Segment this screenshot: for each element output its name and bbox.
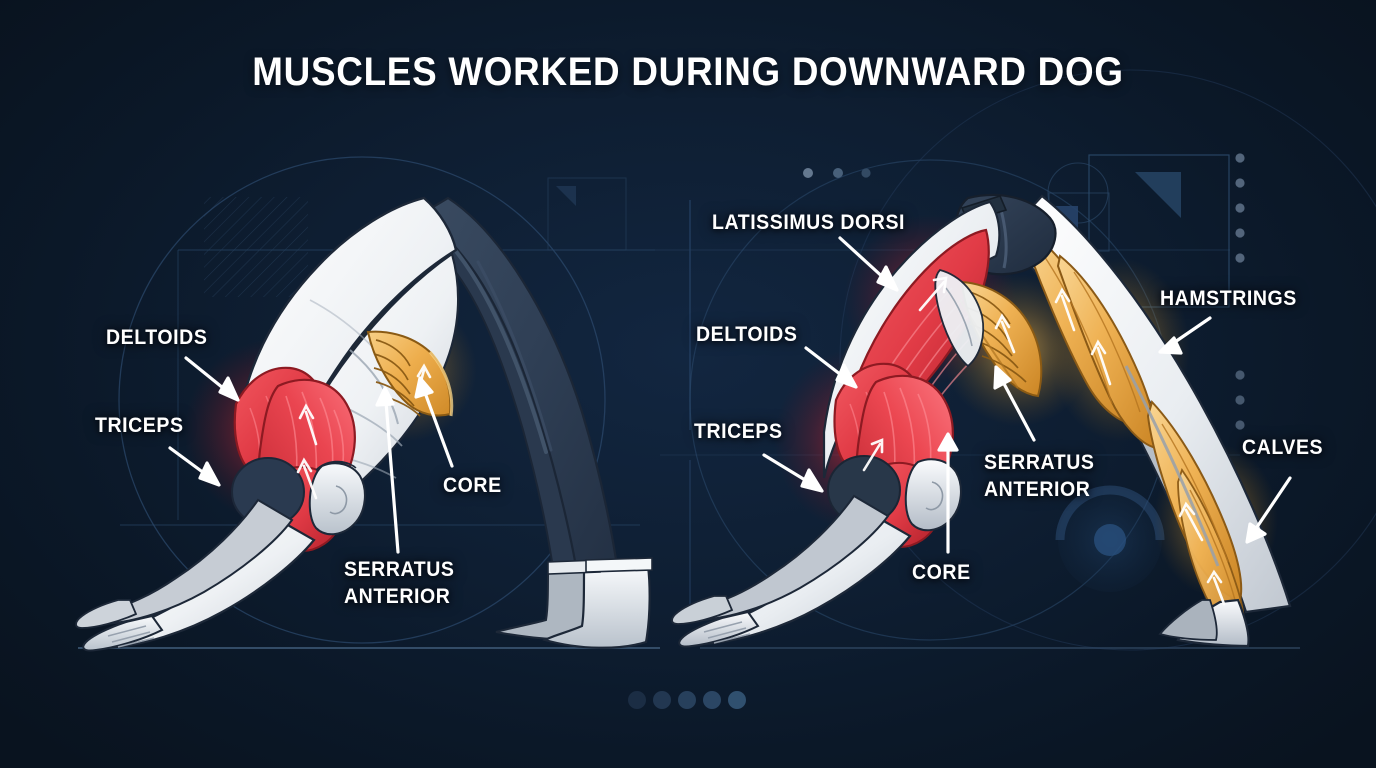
label-calves: CALVES [1242,436,1324,459]
page-title: MUSCLES WORKED DURING DOWNWARD DOG [252,50,1124,94]
label-core-left: CORE [443,474,502,497]
label-serratus-anterior-left: SERRATUS ANTERIOR [344,558,455,608]
label-triceps-right: TRICEPS [694,420,783,443]
label-latissimus-dorsi: LATISSIMUS DORSI [712,211,906,234]
label-core-right: CORE [912,561,971,584]
label-hamstrings: HAMSTRINGS [1160,287,1297,310]
label-serratus-anterior-right: SERRATUS ANTERIOR [984,451,1095,501]
label-deltoids-right: DELTOIDS [696,323,798,346]
label-deltoids-left: DELTOIDS [106,326,208,349]
label-triceps-left: TRICEPS [95,414,184,437]
